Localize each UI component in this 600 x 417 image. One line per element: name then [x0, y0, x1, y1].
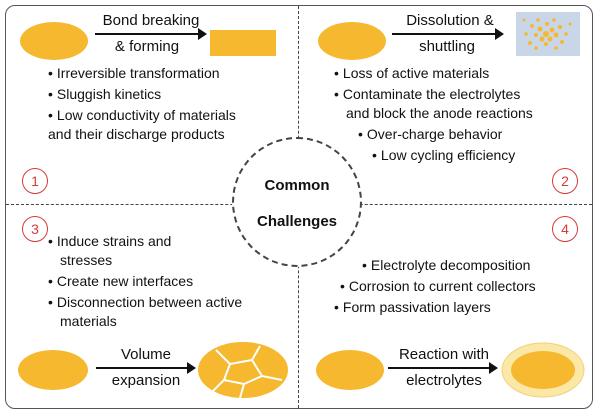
q1-arrow-label-1: Bond breaking: [102, 12, 200, 29]
q4-passivated-particle: [501, 342, 585, 398]
q1-arrow-label-2: & forming: [114, 38, 180, 55]
q4-number-badge: 4: [552, 216, 578, 242]
q3-number-badge: 3: [22, 216, 48, 242]
q2-number-badge: 2: [552, 168, 578, 194]
center-title-line-1: Common: [264, 177, 330, 194]
q3-bullet-3: Disconnection between active: [48, 293, 242, 312]
q2-bullet-2: Contaminate the electrolytes: [334, 85, 520, 104]
q2-sub-bullet-1: Over-charge behavior: [358, 125, 502, 144]
q2-arrow-label-1: Dissolution &: [406, 12, 494, 29]
q4-bullet-1: Electrolyte decomposition: [362, 256, 531, 275]
q2-arrow-label-2: shuttling: [419, 38, 475, 55]
q1-particle: [20, 22, 88, 60]
q2-arrow: [392, 28, 504, 40]
q1-arrow: [95, 28, 207, 40]
q3-bullet-1: Induce strains and: [48, 232, 171, 251]
q3-arrow: [96, 362, 196, 374]
q4-arrow-label-1: Reaction with: [398, 346, 490, 363]
q4-arrow: [388, 362, 498, 374]
q2-sub-bullet-2: Low cycling efficiency: [372, 146, 515, 165]
q1-product-block: [210, 30, 276, 56]
q3-bullet-3-cont: materials: [60, 313, 117, 329]
center-title-line-2: Challenges: [256, 213, 338, 230]
q2-particle: [318, 22, 386, 60]
q3-arrow-label-1: Volume: [120, 346, 172, 363]
q1-bullet-3: Low conductivity of materials: [48, 106, 236, 125]
center-circle: Common Challenges: [232, 137, 362, 267]
q4-arrow-label-2: electrolytes: [406, 372, 482, 389]
q3-expanded-cracked-particle: [198, 342, 288, 399]
diagram-frame: [5, 5, 593, 409]
q4-bullet-2: Corrosion to current collectors: [340, 277, 536, 296]
q2-bullet-2-cont: and block the anode reactions: [346, 105, 533, 121]
q2-dissolved-dots: [522, 18, 572, 50]
q1-bullet-2: Sluggish kinetics: [48, 85, 161, 104]
q1-bullet-3-cont: and their discharge products: [48, 126, 225, 142]
q3-particle: [18, 350, 88, 390]
q2-dissolved-particles: [516, 12, 580, 56]
q4-particle: [316, 350, 384, 390]
q1-bullet-1: Irreversible transformation: [48, 64, 220, 83]
q2-bullet-1: Loss of active materials: [334, 64, 489, 83]
q3-bullet-1-cont: stresses: [60, 252, 113, 268]
q3-arrow-label-2: expansion: [111, 372, 181, 389]
q1-number-badge: 1: [22, 168, 48, 194]
q4-bullet-3: Form passivation layers: [334, 298, 491, 317]
q3-bullet-2: Create new interfaces: [48, 272, 193, 291]
